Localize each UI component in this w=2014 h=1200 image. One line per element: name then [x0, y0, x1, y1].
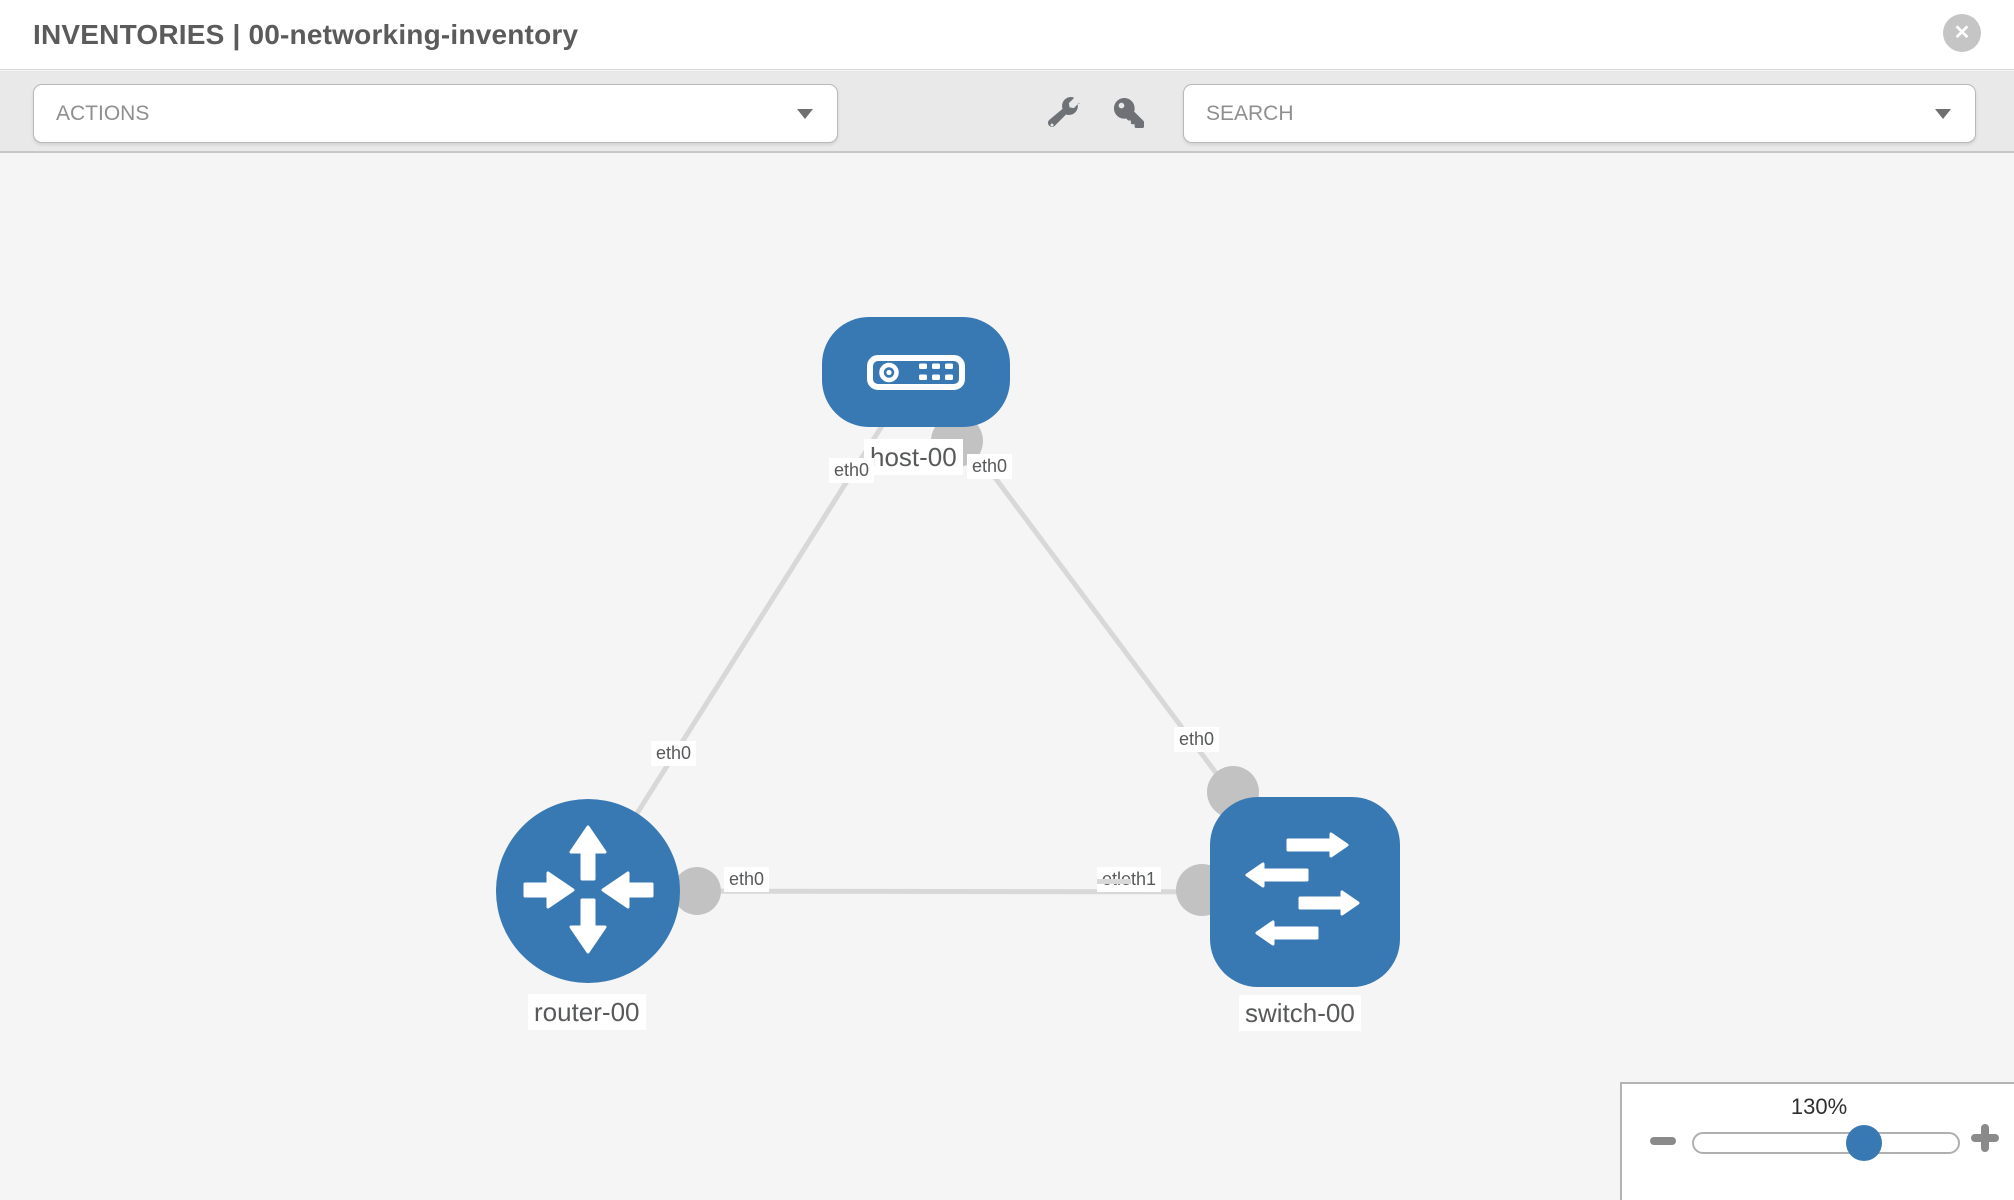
node-host-00[interactable]: [822, 317, 1010, 427]
node-switch-00[interactable]: [1210, 797, 1400, 987]
key-icon[interactable]: [1114, 98, 1144, 128]
topology-graph: [496, 317, 1400, 987]
router-icon: [523, 825, 654, 954]
search-dropdown-label: SEARCH: [1206, 101, 1294, 125]
interface-connectors: [673, 415, 1259, 916]
port-label: eth0: [967, 454, 1013, 479]
node-label-switch: switch-00: [1239, 995, 1361, 1031]
minus-icon[interactable]: [1650, 1137, 1676, 1145]
zoom-slider-thumb[interactable]: [1846, 1125, 1882, 1161]
zoom-control-panel: 130%: [1620, 1082, 2014, 1200]
port-label: eth0: [724, 867, 770, 892]
node-router-00[interactable]: [496, 799, 680, 983]
caret-down-icon: [797, 108, 813, 119]
close-icon[interactable]: ✕: [1943, 14, 1981, 52]
host-icon: [867, 355, 965, 390]
wrench-icon[interactable]: [1048, 97, 1080, 129]
node-label-host: host-00: [864, 439, 963, 475]
page-title: INVENTORIES | 00-networking-inventory: [33, 19, 579, 50]
port-label: eth0: [1174, 727, 1220, 752]
interface-bubble: [673, 867, 721, 915]
plus-icon[interactable]: [1971, 1124, 1999, 1152]
port-label-overlapped: etleth1: [1097, 867, 1162, 892]
caret-down-icon: [1935, 108, 1951, 119]
toolbar: ACTIONS SEARCH: [0, 71, 2014, 153]
search-dropdown[interactable]: SEARCH: [1183, 84, 1976, 143]
plus-bar: [1981, 1124, 1989, 1152]
zoom-level: 130%: [1790, 1094, 1848, 1119]
actions-dropdown[interactable]: ACTIONS: [33, 84, 838, 143]
switch-icon: [1245, 832, 1360, 946]
actions-dropdown-label: ACTIONS: [56, 101, 150, 125]
header: INVENTORIES | 00-networking-inventory ✕: [0, 0, 2014, 70]
port-label: eth0: [829, 458, 875, 483]
topology-canvas[interactable]: host-00 router-00 switch-00 eth0 eth0 et…: [0, 153, 2014, 1200]
node-label-router: router-00: [528, 994, 646, 1030]
link-line-overlay: [1097, 879, 1131, 884]
zoom-slider-track[interactable]: [1692, 1132, 1960, 1154]
port-label: eth0: [651, 741, 697, 766]
